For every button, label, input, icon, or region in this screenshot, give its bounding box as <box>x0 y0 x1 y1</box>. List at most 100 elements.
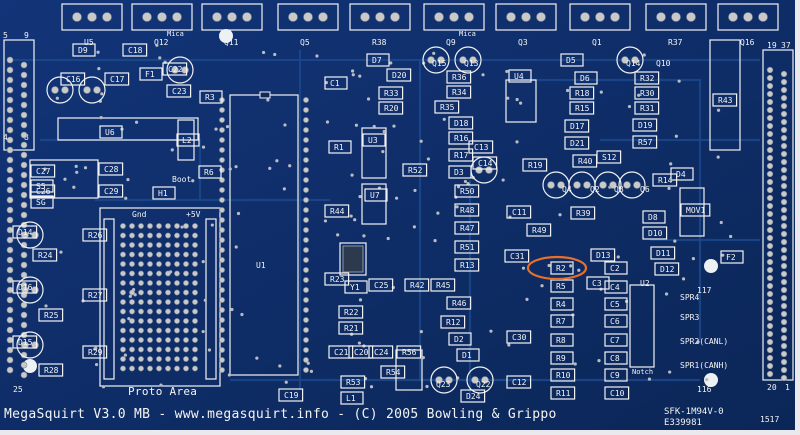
part-label: Q13 <box>464 59 479 68</box>
pin-number-4: 4 <box>3 133 8 142</box>
part-label: C21 <box>334 348 349 357</box>
part-label: SPR1(CANH) <box>680 361 728 370</box>
part-label: R30 <box>640 89 655 98</box>
part-label: Q14 <box>626 59 641 68</box>
part-label: R24 <box>38 251 53 260</box>
part-label: R25 <box>44 311 59 320</box>
part-label: D6 <box>580 74 590 83</box>
component-pads <box>6 43 788 394</box>
db37-connector-right: 19 37 20 1 <box>762 41 794 392</box>
part-label: C23 <box>172 87 187 96</box>
part-label: R11 <box>556 389 571 398</box>
footer-pcb-code-2: E339981 <box>664 418 702 428</box>
part-label: SG <box>36 198 46 207</box>
part-label: Q11 <box>224 38 239 47</box>
part-label: C17 <box>110 75 125 84</box>
silkscreen-outlines <box>29 39 741 391</box>
part-label: C22 <box>168 65 183 74</box>
part-label: R31 <box>640 104 655 113</box>
part-label: R20 <box>384 104 399 113</box>
part-label: C4 <box>610 283 620 292</box>
part-label: R42 <box>410 281 425 290</box>
part-label: D2 <box>454 335 464 344</box>
part-label: Q4 <box>562 185 572 194</box>
part-label: D20 <box>392 71 407 80</box>
part-label: C5 <box>610 300 620 309</box>
mica-label: Mica <box>459 30 476 38</box>
part-label: R39 <box>576 209 591 218</box>
part-label: U7 <box>370 191 380 200</box>
part-label: Q12 <box>154 38 169 47</box>
part-label: R40 <box>578 157 593 166</box>
footer-pcb-code: SFK-1M94V-0 <box>664 407 724 417</box>
part-label: R21 <box>344 324 359 333</box>
part-label: R33 <box>384 89 399 98</box>
part-label: Q5 <box>300 38 310 47</box>
part-label: R54 <box>386 368 401 377</box>
part-label: R15 <box>575 104 590 113</box>
part-label: R37 <box>668 38 683 47</box>
part-label: U4 <box>514 72 524 81</box>
part-label: R6 <box>204 168 214 177</box>
part-label: R51 <box>460 243 475 252</box>
part-label: R47 <box>460 224 475 233</box>
pin-number-37: 37 <box>781 41 791 50</box>
part-label: Q1 <box>592 38 602 47</box>
part-label: R36 <box>452 73 467 82</box>
part-label: R56 <box>402 348 417 357</box>
part-label: Q6 <box>640 185 650 194</box>
mounting-holes <box>23 29 718 387</box>
part-label: R10 <box>556 371 571 380</box>
part-label: U5 <box>84 38 94 47</box>
plus5v-label: +5V <box>186 210 201 219</box>
part-label: R57 <box>638 138 653 147</box>
part-label: C27 <box>36 167 51 176</box>
boot-label: Boot <box>172 175 191 184</box>
part-label: R28 <box>44 366 59 375</box>
pin-number-25: 25 <box>13 385 23 394</box>
part-label: R22 <box>344 308 359 317</box>
part-label: C24 <box>374 348 389 357</box>
proto-area-label: Proto Area <box>128 385 197 398</box>
part-label: R12 <box>446 318 461 327</box>
part-label: D7 <box>372 56 382 65</box>
part-label: R38 <box>372 38 387 47</box>
part-label: R23 <box>330 275 345 284</box>
part-label: S5 <box>36 182 46 191</box>
part-label: R4 <box>556 300 566 309</box>
part-label: R49 <box>532 226 547 235</box>
footer-copyright: MegaSquirt V3.0 MB - www.megasquirt.info… <box>4 407 557 422</box>
part-label: R13 <box>460 261 475 270</box>
part-label: C20 <box>354 348 369 357</box>
part-label: R9 <box>556 354 566 363</box>
gnd-label: Gnd <box>132 210 147 219</box>
part-label: C1 <box>330 79 340 88</box>
part-label: D9 <box>78 46 88 55</box>
part-label: R26 <box>88 231 103 240</box>
part-label: Q15 <box>432 59 447 68</box>
part-label: C10 <box>610 389 625 398</box>
part-label: C6 <box>610 317 620 326</box>
part-label: D24 <box>466 392 481 401</box>
mica-label: Mica <box>167 30 184 38</box>
part-label: C31 <box>510 252 525 261</box>
part-label: D11 <box>656 249 671 258</box>
pin-number-19: 19 <box>767 41 777 50</box>
part-label: MOV1 <box>686 206 705 215</box>
part-label: S12 <box>602 153 617 162</box>
part-label: R45 <box>436 281 451 290</box>
part-label: L2 <box>182 136 192 145</box>
part-label: R8 <box>556 336 566 345</box>
part-label: C30 <box>512 333 527 342</box>
part-label: D12 <box>660 265 675 274</box>
part-label: C14 <box>478 159 493 168</box>
part-label: R32 <box>640 74 655 83</box>
part-label: SPR2(CANL) <box>680 337 728 346</box>
part-label: R5 <box>556 282 566 291</box>
part-label: R14 <box>658 176 673 185</box>
pin-number-8: 8 <box>24 133 29 142</box>
part-label: D15 <box>18 338 33 347</box>
part-label: R35 <box>440 103 455 112</box>
part-label: C12 <box>512 378 527 387</box>
part-label: R43 <box>718 96 733 105</box>
